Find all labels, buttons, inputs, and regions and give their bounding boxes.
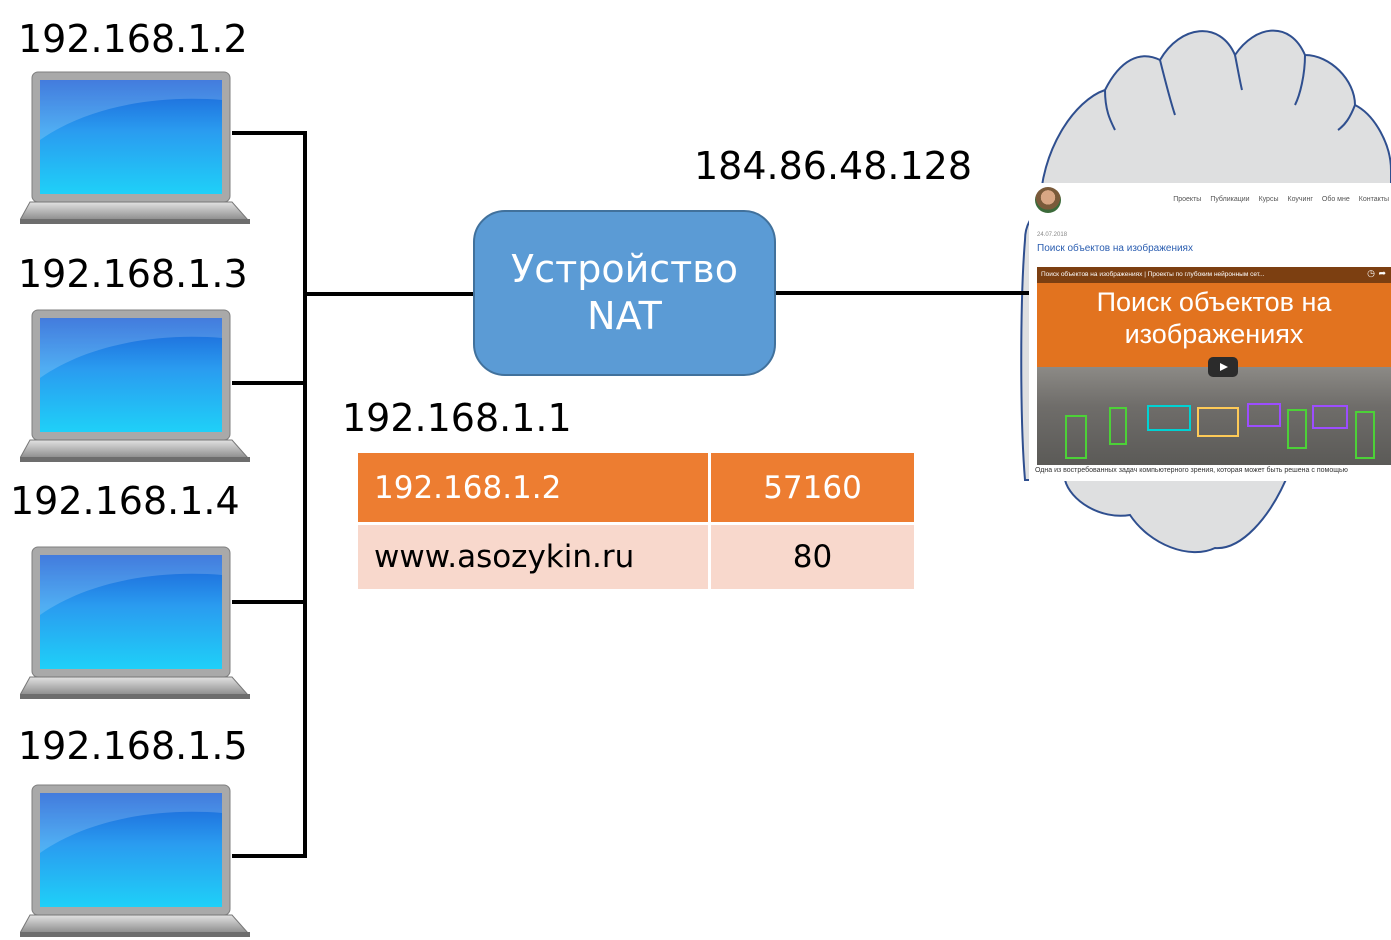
nat-device: Устройство NAT bbox=[473, 210, 776, 376]
video-thumbnail: Поиск объектов на изображениях | Проекты… bbox=[1037, 267, 1391, 465]
laptop-icon bbox=[20, 309, 250, 462]
street-photo bbox=[1037, 367, 1391, 465]
clock-icon: ◷ bbox=[1367, 268, 1375, 278]
post-title: Поиск объектов на изображениях bbox=[1037, 243, 1193, 254]
laptop-icon bbox=[20, 784, 250, 937]
avatar bbox=[1035, 187, 1061, 213]
video-title-line1: Поиск объектов на bbox=[1096, 287, 1332, 317]
nat-label-line1: Устройство bbox=[511, 246, 738, 291]
laptop-ip-label: 192.168.1.2 bbox=[18, 17, 248, 61]
video-title-line2: изображениях bbox=[1124, 318, 1304, 349]
video-title-bar: Поиск объектов на изображениях | Проекты… bbox=[1037, 267, 1391, 283]
nat-label-line2: NAT bbox=[587, 294, 662, 338]
port-cell: 80 bbox=[708, 522, 917, 592]
table-row: 192.168.1.2 57160 bbox=[355, 450, 917, 525]
nav-item: Обо мне bbox=[1321, 196, 1350, 203]
nat-table: 192.168.1.2 57160 www.asozykin.ru 80 bbox=[355, 450, 917, 592]
share-icon: ➦ bbox=[1378, 268, 1386, 278]
address-cell: www.asozykin.ru bbox=[355, 522, 711, 592]
video-title: Поиск объектов на изображениях bbox=[1037, 287, 1391, 351]
laptop-icon bbox=[20, 71, 250, 224]
laptop-ip-label: 192.168.1.4 bbox=[10, 479, 240, 523]
laptop-ip-label: 192.168.1.3 bbox=[18, 252, 248, 296]
post-date: 24.07.2018 bbox=[1037, 232, 1068, 238]
external-ip-label: 184.86.48.128 bbox=[694, 144, 973, 188]
nav-item: Курсы bbox=[1258, 196, 1279, 203]
nav-item: Публикации bbox=[1210, 196, 1250, 203]
website-screenshot: Проекты Публикации Курсы Коучинг Обо мне… bbox=[1029, 183, 1391, 481]
laptop-ip-label: 192.168.1.5 bbox=[18, 724, 248, 768]
internal-ip-label: 192.168.1.1 bbox=[342, 396, 572, 440]
address-cell: 192.168.1.2 bbox=[355, 450, 711, 525]
table-row: www.asozykin.ru 80 bbox=[355, 522, 917, 592]
post-excerpt: Одна из востребованных задач компьютерно… bbox=[1035, 467, 1348, 474]
nav-item: Контакты bbox=[1358, 196, 1389, 203]
play-button[interactable] bbox=[1208, 357, 1238, 377]
laptop-icon bbox=[20, 546, 250, 699]
nav-item: Проекты bbox=[1173, 196, 1202, 203]
nav-item: Коучинг bbox=[1287, 196, 1313, 203]
site-nav: Проекты Публикации Курсы Коучинг Обо мне… bbox=[1173, 196, 1389, 203]
port-cell: 57160 bbox=[708, 450, 917, 525]
